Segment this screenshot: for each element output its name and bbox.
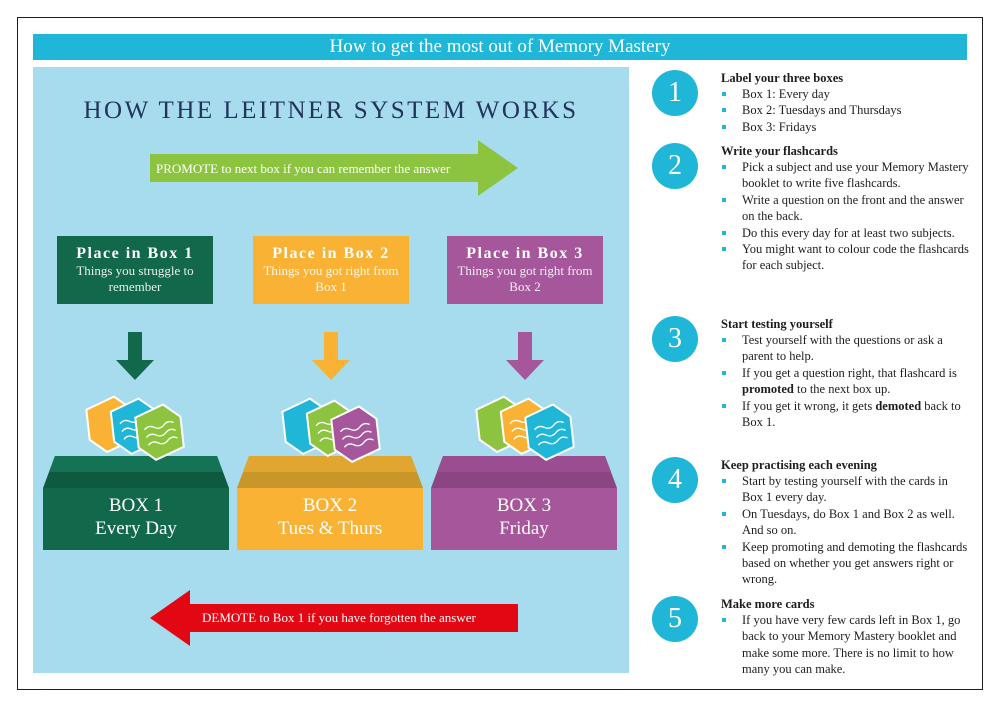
step-list: If you have very few cards left in Box 1…	[721, 612, 971, 678]
page-title: How to get the most out of Memory Master…	[33, 34, 967, 60]
step-list: Box 1: Every day Box 2: Tuesdays and Thu…	[721, 86, 971, 135]
step-list: Pick a subject and use your Memory Maste…	[721, 159, 971, 274]
step-list: Start by testing yourself with the cards…	[721, 473, 971, 588]
list-item: Write a question on the front and the an…	[721, 192, 971, 225]
step-title: Write your flashcards	[721, 144, 838, 158]
step-number: 2	[652, 143, 698, 189]
item-bold: demoted	[875, 398, 922, 413]
item-bold: promoted	[742, 382, 794, 397]
box-1-name: BOX 1	[108, 495, 164, 516]
diagram-title: HOW THE LEITNER SYSTEM WORKS	[83, 97, 579, 124]
item-text: If you get a question right, that flashc…	[742, 365, 957, 380]
demote-arrow	[150, 590, 518, 646]
box-3-schedule: Friday	[499, 518, 549, 539]
promote-arrow	[150, 140, 518, 196]
box-2-name: BOX 2	[302, 495, 358, 516]
list-item: Do this every day for at least two subje…	[721, 225, 971, 241]
label-box-3: Place in Box 3 Things you got right from…	[447, 236, 603, 304]
label-box-3-subtitle: Things you got right from Box 2	[457, 263, 593, 294]
step-number: 5	[652, 596, 698, 642]
demote-text: DEMOTE to Box 1 if you have forgotten th…	[202, 610, 476, 625]
box-2: BOX 2 Tues & Thurs	[237, 456, 423, 550]
flashcards-box-1-icon	[85, 395, 185, 461]
step-title: Start testing yourself	[721, 317, 833, 331]
list-item: Start by testing yourself with the cards…	[721, 473, 971, 506]
list-item: Box 2: Tuesdays and Thursdays	[721, 102, 971, 118]
label-box-3-title: Place in Box 3	[466, 245, 584, 262]
list-item: If you get it wrong, it gets demoted bac…	[721, 398, 971, 431]
step-title: Label your three boxes	[721, 71, 844, 85]
flashcards-box-3-icon	[475, 395, 575, 461]
box-1-schedule: Every Day	[95, 518, 177, 539]
list-item: Keep promoting and demoting the flashcar…	[721, 539, 971, 588]
step-number: 1	[652, 70, 698, 116]
list-item: You might want to colour code the flashc…	[721, 241, 971, 274]
step-title: Make more cards	[721, 597, 815, 611]
label-box-2-subtitle: Things you got right from Box 1	[263, 263, 399, 294]
box-1: BOX 1 Every Day	[43, 456, 229, 550]
label-box-2-title: Place in Box 2	[272, 245, 390, 262]
list-item: On Tuesdays, do Box 1 and Box 2 as well.…	[721, 506, 971, 539]
list-item: If you get a question right, that flashc…	[721, 365, 971, 398]
item-text: back to Box 1.	[742, 398, 961, 430]
label-box-1-subtitle: Things you struggle to remember	[76, 263, 194, 294]
label-box-2: Place in Box 2 Things you got right from…	[253, 236, 409, 304]
leitner-diagram: HOW THE LEITNER SYSTEM WORKS PROMOTE to …	[33, 67, 629, 673]
label-box-1: Place in Box 1 Things you struggle to re…	[57, 236, 213, 304]
list-item: Test yourself with the questions or ask …	[721, 332, 971, 365]
promote-text: PROMOTE to next box if you can remember …	[156, 161, 451, 176]
step-number: 4	[652, 457, 698, 503]
label-box-1-title: Place in Box 1	[76, 245, 194, 262]
flashcards-box-2-icon	[281, 397, 381, 463]
step-list: Test yourself with the questions or ask …	[721, 332, 971, 430]
list-item: Box 1: Every day	[721, 86, 971, 102]
step-title: Keep practising each evening	[721, 458, 877, 472]
arrow-down-icon	[506, 332, 544, 380]
list-item: If you have very few cards left in Box 1…	[721, 612, 971, 678]
item-text: If you get it wrong, it gets	[742, 398, 876, 413]
item-text: to the next box up.	[793, 382, 891, 397]
list-item: Pick a subject and use your Memory Maste…	[721, 159, 971, 192]
box-2-schedule: Tues & Thurs	[277, 518, 383, 539]
arrow-down-icon	[312, 332, 350, 380]
box-3-name: BOX 3	[496, 495, 552, 516]
box-3: BOX 3 Friday	[431, 456, 617, 550]
arrow-down-icon	[116, 332, 154, 380]
step-number: 3	[652, 316, 698, 362]
list-item: Box 3: Fridays	[721, 119, 971, 135]
